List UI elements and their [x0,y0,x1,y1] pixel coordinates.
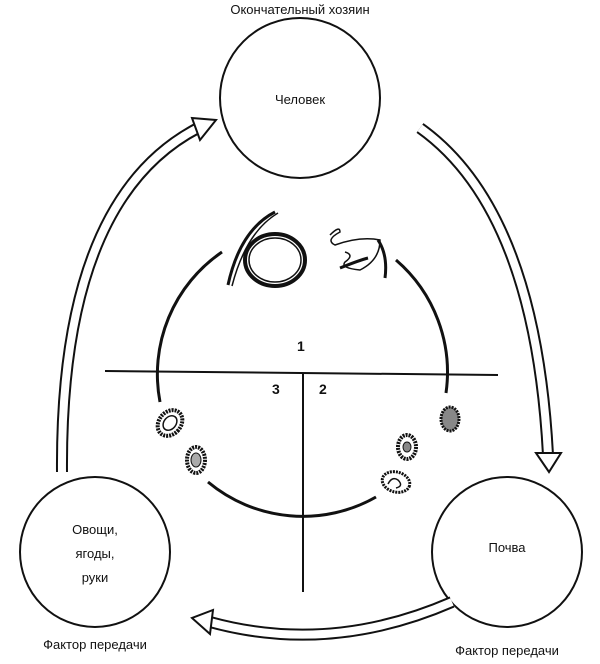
eggs-illustration [155,405,461,494]
vegetables-label-line: руки [81,570,109,585]
vegetables-factor-caption: Фактор передачи [43,637,147,652]
human-circle [219,17,381,179]
soil-circle [431,476,583,628]
human-label: Человек [274,92,326,107]
vegetables-label: Овощи, ягоды, руки [20,518,170,590]
soil-label: Почва [488,540,526,555]
arrow-human-to-soil [416,123,563,474]
stage-3-label: 3 [272,381,280,397]
stage-1-label: 1 [297,338,305,354]
vegetables-circle [19,476,171,628]
adult-worms-illustration [226,210,388,288]
soil-factor-caption: Фактор передачи [455,643,559,658]
stage-2-label: 2 [319,381,327,397]
cycle-arrows [55,116,563,641]
diagram-title: Окончательный хозяин [230,2,370,17]
vegetables-label-line: ягоды, [75,546,115,561]
vegetables-label-line: Овощи, [72,522,118,537]
quadrant-lines [104,370,499,592]
arrow-vegetables-to-human [55,116,218,473]
arrow-soil-to-vegetables [190,596,455,641]
